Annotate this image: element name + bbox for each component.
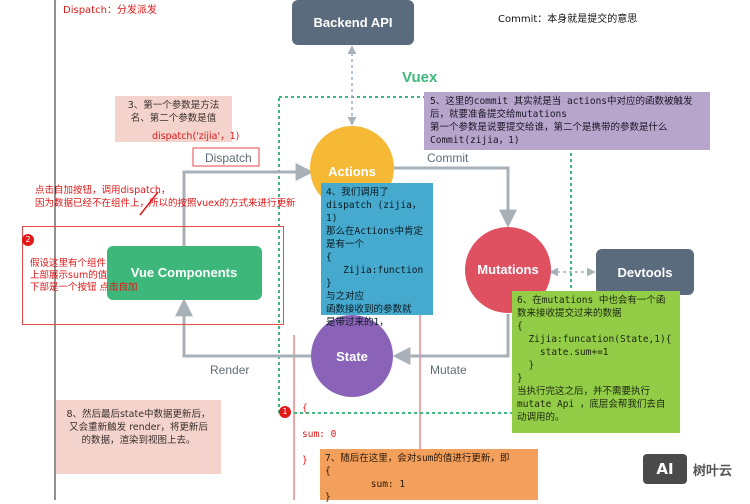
vue-components-label: Vue Components — [131, 265, 237, 280]
note-4-actions: 4、我们调用了 dispatch (zijia，1) 那么在Actions中肯定… — [321, 183, 433, 328]
dispatch-definition-note: Dispatch：分发派发 — [63, 5, 157, 16]
note-line: dispatch (zijia，1) — [326, 200, 422, 224]
component-note: 假设这里有个组件 上部展示sum的值 下部是一个按钮 点击自加 — [30, 258, 138, 294]
note-line: Commit(zijia，1) — [430, 135, 520, 146]
note-line: } — [302, 455, 308, 466]
vuex-title: Vuex — [402, 69, 438, 86]
commit-arrow — [392, 166, 517, 228]
note-line: Zijia:funcation(State,1){ — [517, 334, 672, 345]
step-1-badge: 1 — [279, 406, 291, 418]
note-line: state.sum+=1 — [517, 347, 609, 358]
click-dispatch-note: 点击自加按钮，调用dispatch， 因为数据已经不在组件上，所以的按照vuex… — [35, 184, 295, 210]
state-label: State — [336, 349, 368, 364]
note-line: } — [517, 360, 535, 371]
note-line: 后，就要准备提交给mutations — [430, 109, 567, 120]
note-8-render: 8、然后最后state中数据更新后， 又会重新触发 render，将更新后 的数… — [56, 400, 221, 474]
note-line: 8、然后最后state中数据更新后， — [66, 409, 211, 420]
note-line: 函数接收到的参数就 — [326, 304, 412, 315]
note-line: 第一个参数是说要提交给谁，第二个是携带的参数是什么 — [430, 122, 668, 133]
mutate-edge-label: Mutate — [430, 363, 467, 377]
note-line: { — [325, 466, 331, 477]
logo-mark: AI — [643, 454, 687, 484]
note-line: 上部展示sum的值 — [30, 270, 108, 281]
render-arrow — [175, 298, 311, 358]
devtools-node — [596, 249, 694, 295]
note-3-dispatch-params: 3、第一个参数是方法 名、第二个参数是值 — [115, 96, 232, 142]
note-line: } — [325, 492, 331, 503]
note-line: 是有一个 — [326, 239, 365, 250]
dispatch-arrow — [182, 163, 314, 246]
note-line: 假设这里有个组件 — [30, 258, 107, 269]
dispatch-label-box — [192, 147, 260, 167]
render-edge-label: Render — [210, 363, 249, 377]
component-note-frame — [22, 226, 284, 325]
mutations-label: Mutations — [477, 262, 538, 277]
note-line: 是带过来的1， — [326, 317, 389, 328]
backend-api-node — [292, 0, 414, 45]
note-line: 因为数据已经不在组件上，所以的按照vuex的方式来进行更新 — [35, 198, 296, 209]
vue-components-node — [107, 246, 262, 300]
note-line: sum: 1 — [325, 479, 406, 490]
note-line: 3、第一个参数是方法 — [127, 100, 220, 111]
note-line: 又会重新触发 render，将更新后 — [69, 422, 208, 433]
note-line: 名、第二个参数是值 — [130, 113, 217, 124]
note-line: 6、在mutations 中也会有一个函 — [517, 295, 666, 306]
note-line — [302, 415, 362, 428]
state-initial-code: { sum: 0 } — [302, 402, 362, 472]
note-line: 5、这里的commit 其实就是当 actions中对应的函数被触发 — [430, 96, 693, 107]
dispatch-call-code: dispatch('zijia'，1) — [152, 131, 240, 142]
note-line: { — [302, 403, 308, 414]
note-5-commit: 5、这里的commit 其实就是当 actions中对应的函数被触发 后，就要准… — [424, 92, 710, 150]
note-line: } — [326, 278, 332, 289]
step-2-badge: 2 — [22, 234, 34, 246]
devtools-label: Devtools — [618, 265, 673, 280]
red-arrow-to-actions — [139, 191, 159, 216]
logo-text: 树叶云 — [693, 463, 733, 479]
watermark-logo: AI 树叶云 — [643, 454, 732, 484]
actions-label: Actions — [328, 164, 376, 179]
note-line: 与之对应 — [326, 291, 365, 302]
note-line: sum: 0 — [302, 429, 337, 440]
commit-edge-label: Commit — [427, 151, 469, 165]
state-node — [311, 315, 393, 397]
note-line: mutate Api ，底层会帮我们去自 — [517, 399, 666, 410]
note-line: 7、随后在这里，会对sum的值进行更新，即 — [325, 453, 510, 464]
note-line: 那么在Actions中肯定 — [326, 226, 424, 237]
note-line: { — [326, 252, 332, 263]
note-line: 数来接收提交过来的数据 — [517, 308, 622, 319]
mutate-arrow — [392, 314, 510, 365]
note-line: 的数据，渲染到视图上去。 — [81, 435, 196, 446]
note-6-mutations: 6、在mutations 中也会有一个函 数来接收提交过来的数据 { Zijia… — [512, 291, 680, 433]
note-7-state-update: 7、随后在这里，会对sum的值进行更新，即 { sum: 1 } — [320, 449, 538, 503]
note-line: 当执行完这之后，并不需要执行 — [517, 386, 651, 397]
note-line: 点击自加按钮，调用dispatch， — [35, 185, 171, 196]
note-line: 4、我们调用了 — [326, 187, 389, 198]
commit-definition-note: Commit：本身就是提交的意思 — [498, 14, 638, 25]
note-line: Zijia:function — [326, 265, 424, 276]
note-line: { — [517, 321, 523, 332]
backend-api-label: Backend API — [314, 15, 393, 30]
note-line: 动调用的。 — [517, 412, 565, 423]
note-line: } — [517, 373, 523, 384]
dispatch-edge-label: Dispatch — [205, 151, 252, 165]
note-line: 下部是一个按钮 点击自加 — [30, 282, 138, 293]
